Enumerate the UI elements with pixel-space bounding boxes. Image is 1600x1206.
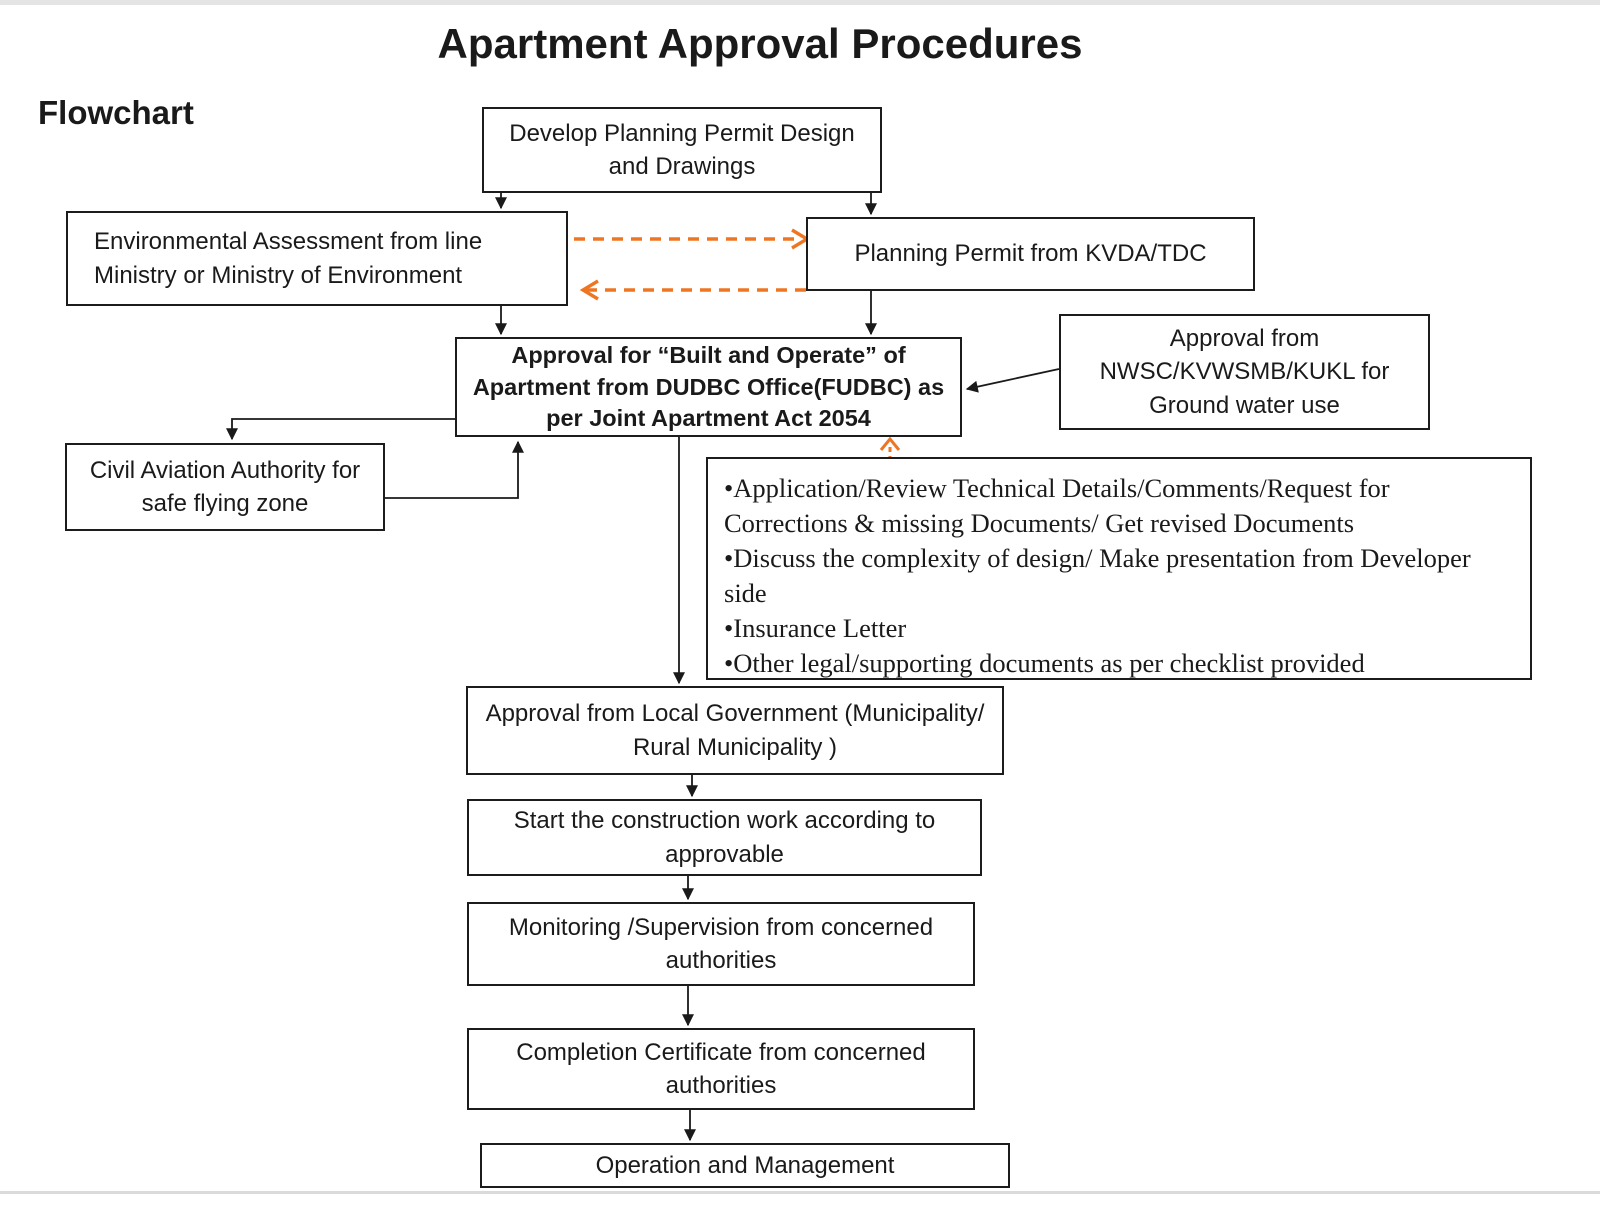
node-operation-management: Operation and Management	[480, 1143, 1010, 1188]
arrow-civil-aviation-to-dudbc	[385, 440, 524, 499]
node-planning-permit-kvda: Planning Permit from KVDA/TDC	[806, 217, 1255, 291]
dashed-arrowhead-up	[879, 436, 901, 451]
node-start-construction: Start the construction work according to…	[467, 799, 982, 876]
node-environmental-assessment: Environmental Assessment from line Minis…	[66, 211, 568, 306]
arrow-water-to-dudbc	[965, 368, 1060, 393]
checklist-item: •Other legal/supporting documents as per…	[724, 647, 1365, 678]
arrow-dudbc-to-civil-aviation	[226, 418, 455, 441]
node-completion-certificate: Completion Certificate from concerned au…	[467, 1028, 975, 1110]
node-checklist: •Application/Review Technical Details/Co…	[706, 457, 1532, 680]
node-dudbc-approval: Approval for “Built and Operate” of Apar…	[455, 337, 962, 437]
checklist-item: •Discuss the complexity of design/ Make …	[724, 542, 1471, 608]
checklist-item: •Insurance Letter	[724, 612, 907, 643]
page-title: Apartment Approval Procedures	[437, 20, 1083, 67]
section-label: Flowchart	[38, 94, 194, 131]
dashed-arrowhead-left	[579, 279, 599, 301]
node-local-government-approval: Approval from Local Government (Municipa…	[466, 686, 1004, 775]
checklist-item: •Application/Review Technical Details/Co…	[724, 473, 1390, 538]
top-edge-divider	[0, 0, 1600, 5]
node-monitoring-supervision: Monitoring /Supervision from concerned a…	[467, 902, 975, 986]
node-ground-water-approval: Approval from NWSC/KVWSMB/KUKL for Groun…	[1059, 314, 1430, 430]
node-civil-aviation: Civil Aviation Authority for safe flying…	[65, 443, 385, 531]
node-develop-planning-permit: Develop Planning Permit Design and Drawi…	[482, 107, 882, 193]
dashed-arrowhead-right	[791, 228, 811, 250]
bottom-edge-divider	[0, 1191, 1600, 1194]
